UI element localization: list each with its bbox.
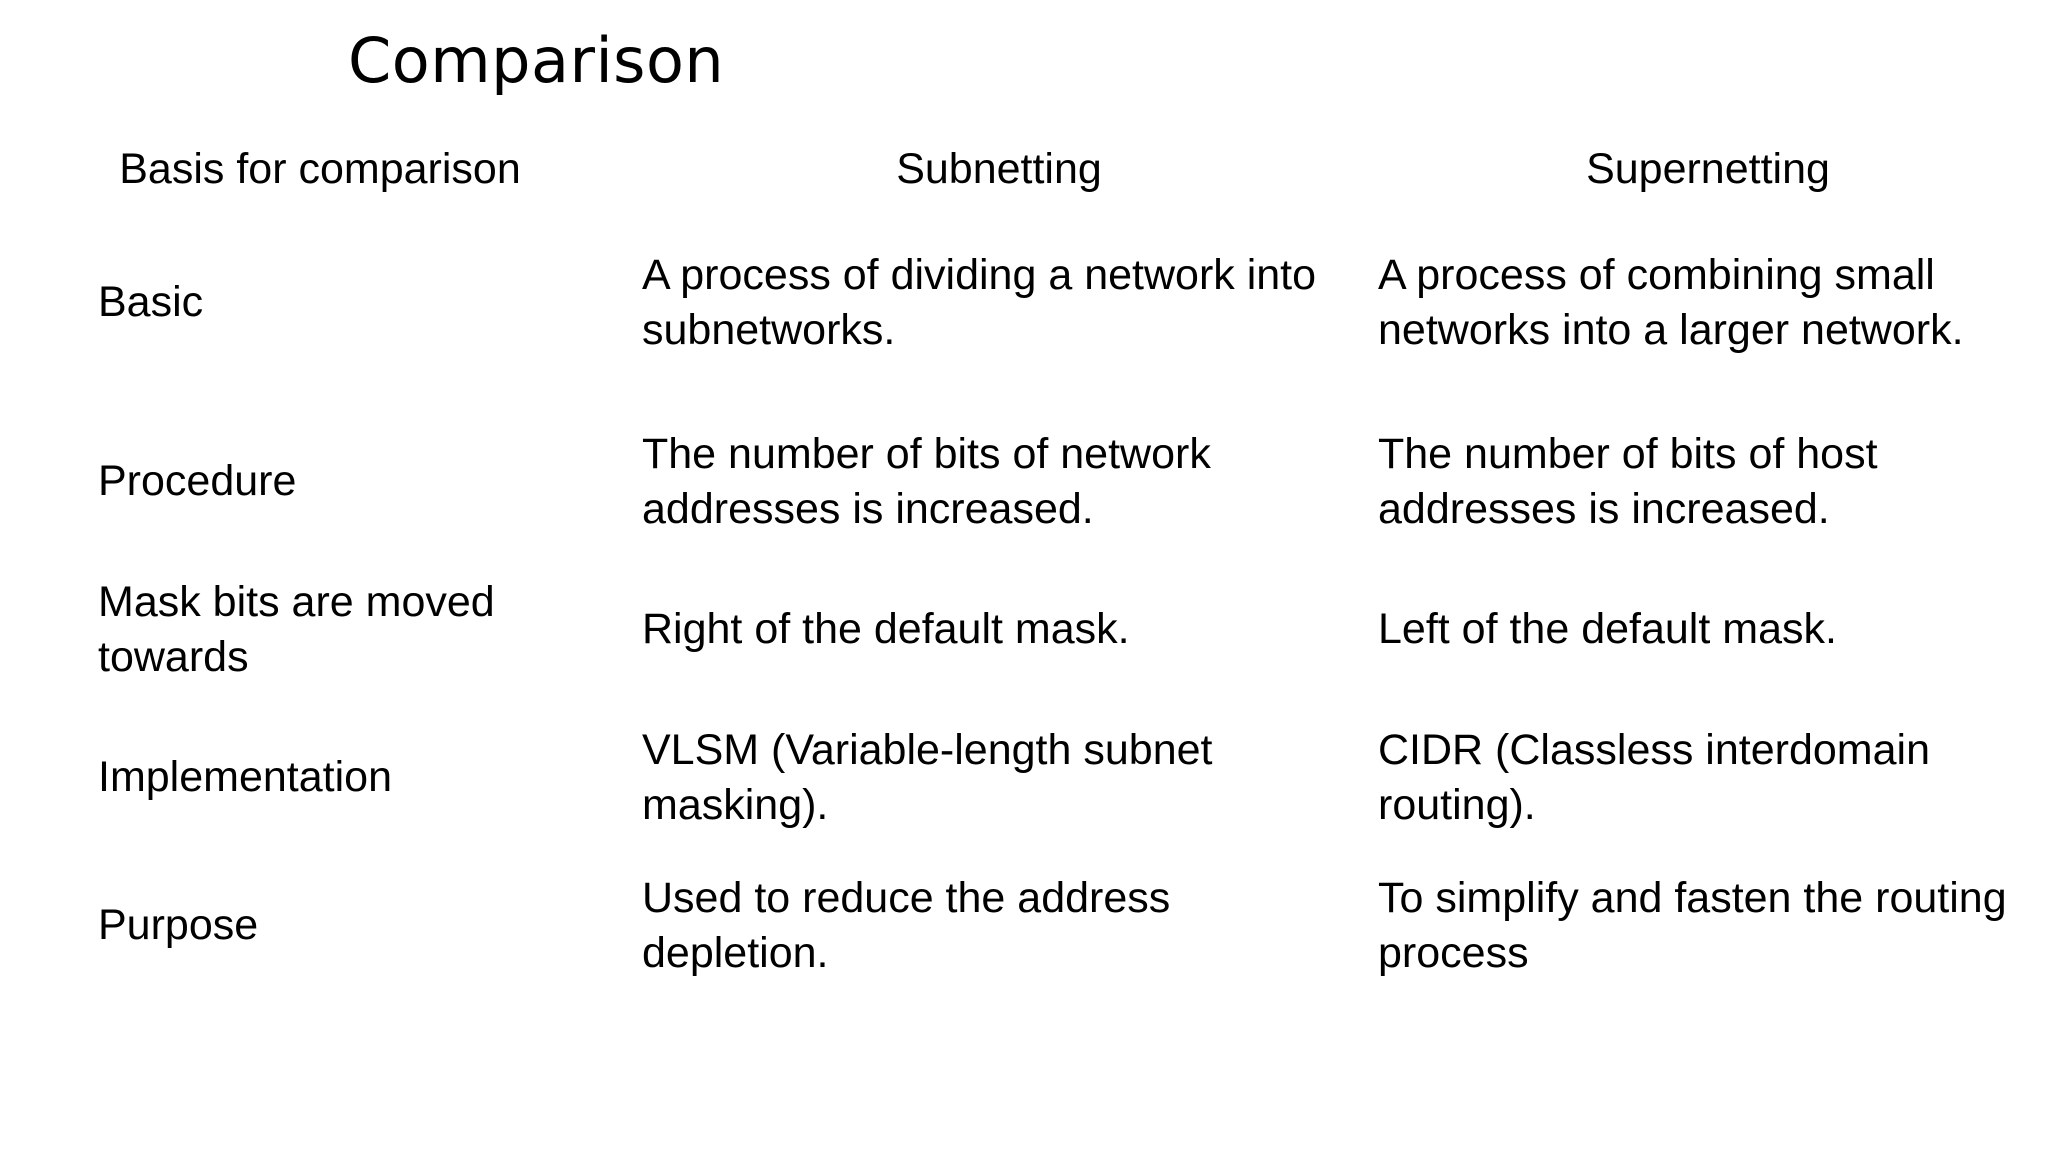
cell-text: Mask bits are moved towards [98, 577, 495, 681]
cell-text: Implementation [98, 753, 392, 802]
row-label-basic: Basic [0, 198, 620, 408]
cell-text: Procedure [98, 457, 297, 506]
row-label-purpose: Purpose [0, 852, 620, 1000]
table-row: Mask bits are moved towards Right of the… [0, 556, 2048, 704]
cell-supernetting-procedure: The number of bits of host addresses is … [1378, 408, 2048, 556]
cell-subnetting-basic: A process of dividing a network into sub… [620, 198, 1378, 408]
cell-text: Left of the default mask. [1378, 605, 1837, 654]
table-row: Procedure The number of bits of network … [0, 408, 2048, 556]
table-row: Purpose Used to reduce the address deple… [0, 852, 2048, 1000]
cell-supernetting-implementation: CIDR (Classless interdomain routing). [1378, 704, 2048, 852]
row-label-implementation: Implementation [0, 704, 620, 852]
cell-supernetting-mask-bits: Left of the default mask. [1378, 556, 2048, 704]
column-header-basis: Basis for comparison [119, 145, 521, 193]
cell-text: Basic [98, 278, 204, 327]
cell-subnetting-purpose: Used to reduce the address depletion. [620, 852, 1378, 1000]
cell-text: To simplify and fasten the routing proce… [1378, 873, 2007, 977]
cell-text: Purpose [98, 901, 259, 950]
cell-text: A process of dividing a network into sub… [642, 250, 1317, 354]
cell-subnetting-implementation: VLSM (Variable-length subnet masking). [620, 704, 1378, 852]
row-label-mask-bits-moved-towards: Mask bits are moved towards [0, 556, 620, 704]
cell-text: The number of bits of host addresses is … [1378, 429, 1878, 533]
table-header-row: Basis for comparison Subnetting Supernet… [0, 142, 2048, 198]
cell-text: A process of combining small networks in… [1378, 250, 1964, 354]
cell-text: Right of the default mask. [642, 605, 1130, 654]
cell-supernetting-basic: A process of combining small networks in… [1378, 198, 2048, 408]
comparison-table: Basis for comparison Subnetting Supernet… [0, 142, 2048, 1000]
cell-subnetting-procedure: The number of bits of network addresses … [620, 408, 1378, 556]
column-header-subnetting: Subnetting [896, 145, 1102, 193]
cell-subnetting-mask-bits: Right of the default mask. [620, 556, 1378, 704]
cell-text: CIDR (Classless interdomain routing). [1378, 725, 1930, 829]
table-row: Basic A process of dividing a network in… [0, 198, 2048, 408]
cell-text: The number of bits of network addresses … [642, 429, 1211, 533]
cell-text: VLSM (Variable-length subnet masking). [642, 725, 1213, 829]
column-header-supernetting: Supernetting [1586, 145, 1830, 193]
cell-supernetting-purpose: To simplify and fasten the routing proce… [1378, 852, 2048, 1000]
cell-text: Used to reduce the address depletion. [642, 873, 1171, 977]
row-label-procedure: Procedure [0, 408, 620, 556]
table-row: Implementation VLSM (Variable-length sub… [0, 704, 2048, 852]
page-title: Comparison [348, 24, 725, 97]
